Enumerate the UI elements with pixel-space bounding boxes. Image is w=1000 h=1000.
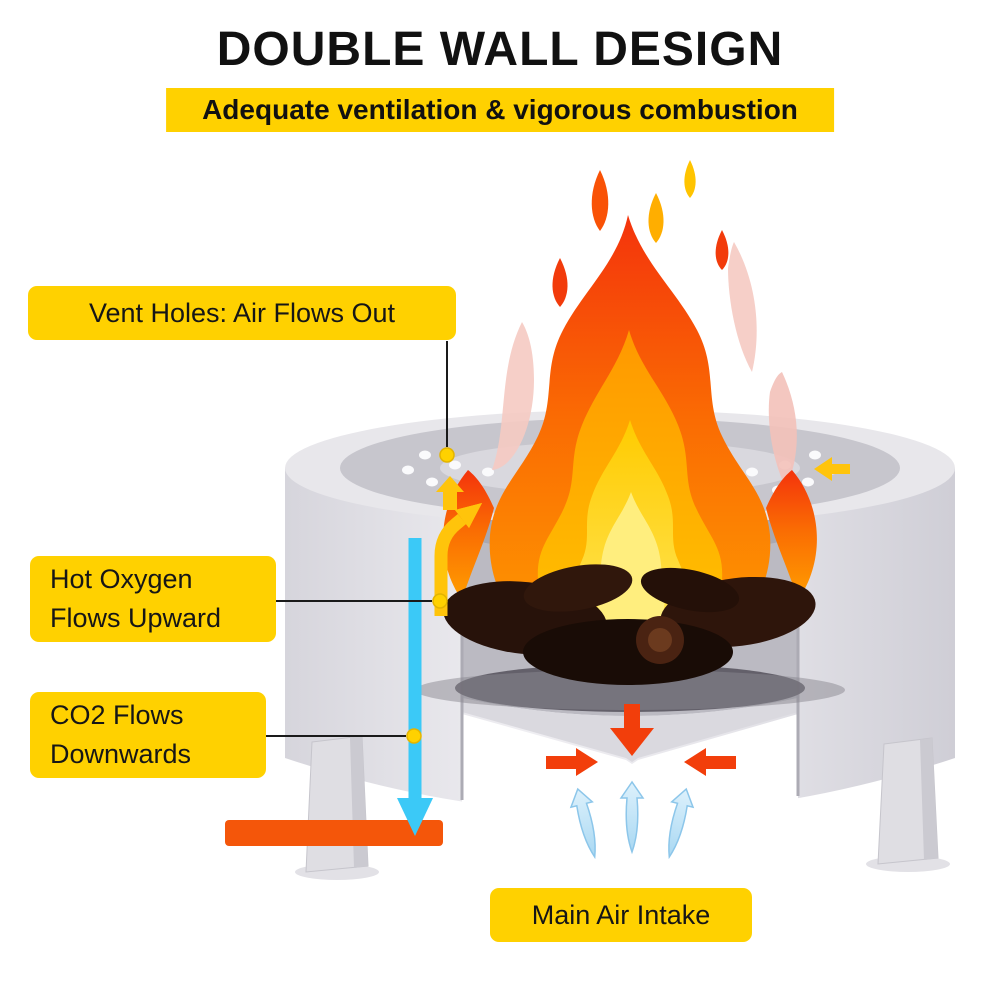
- callout-co2-line1: CO2 Flows: [50, 700, 184, 730]
- callout-main-air-intake-label: Main Air Intake: [531, 899, 711, 930]
- hot-oxygen-up-arrow-icon: [434, 503, 482, 616]
- intake-red-arrows-icon: [546, 704, 736, 776]
- callout-co2-line2: Downwards: [50, 739, 192, 769]
- page-title: DOUBLE WALL DESIGN: [216, 23, 784, 76]
- callout-vent-holes: Vent Holes: Air Flows Out: [28, 286, 456, 340]
- callout-vent-holes-label: Vent Holes: Air Flows Out: [88, 297, 396, 328]
- page-subtitle: Adequate ventilation & vigorous combusti…: [166, 88, 834, 132]
- smoke-wisps-icon: [492, 242, 797, 488]
- exhaust-duct-icon: [225, 820, 443, 846]
- callout-co2: CO2 Flows Downwards: [30, 692, 266, 778]
- pit-foot-right: [866, 737, 950, 872]
- callout-hot-oxygen-line1: Hot Oxygen: [50, 564, 193, 594]
- flame-sparks-icon: [552, 160, 729, 307]
- callout-hot-oxygen-line2: Flows Upward: [50, 603, 222, 633]
- callout-hot-oxygen: Hot Oxygen Flows Upward: [30, 556, 276, 642]
- logs-icon: [415, 564, 845, 712]
- co2-down-arrow-icon: [397, 538, 433, 836]
- callout-main-air-intake: Main Air Intake: [490, 888, 752, 942]
- callout-connectors: [246, 341, 455, 744]
- vent-flow-arrow-icon: [436, 457, 850, 510]
